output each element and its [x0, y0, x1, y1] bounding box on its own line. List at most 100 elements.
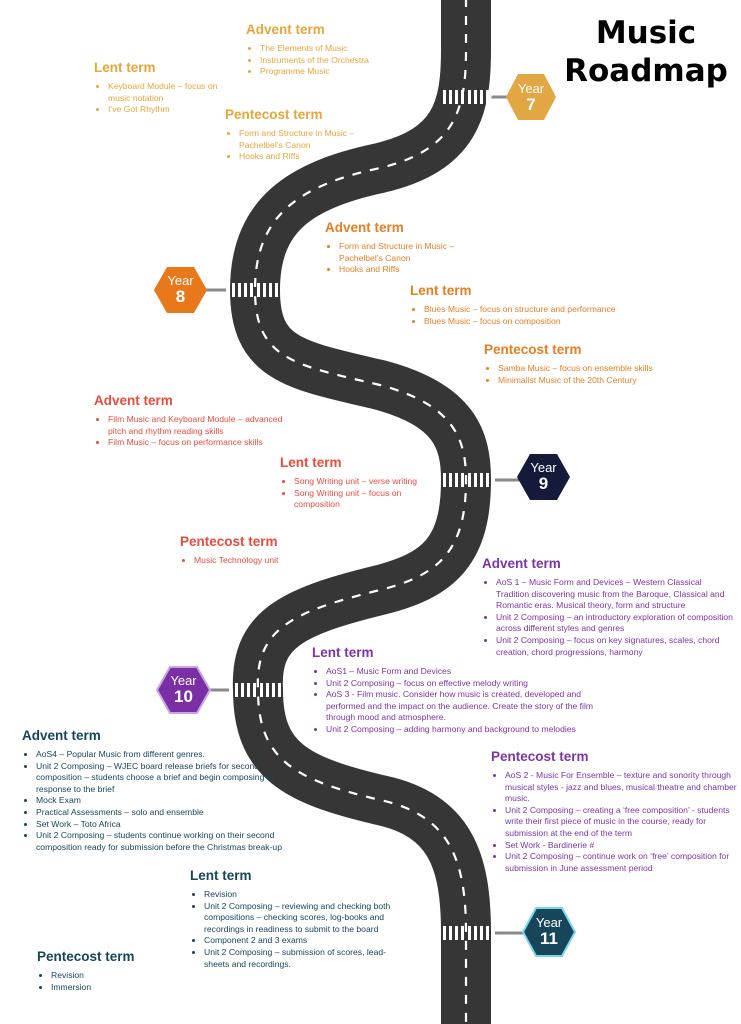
- term-item: Unit 2 Composing – an introductory explo…: [496, 612, 737, 635]
- term-item: Set Work - Bardinerie #: [505, 840, 737, 852]
- term-item: I’ve Got Rhythm: [108, 104, 234, 116]
- term-heading: Lent term: [94, 60, 156, 75]
- page-title-line2: Roadmap: [564, 53, 728, 89]
- term-item: AoS 1 – Music Form and Devices – Western…: [496, 577, 737, 612]
- year10-number: 10: [174, 687, 193, 706]
- year7-badge: Year 7: [506, 81, 556, 114]
- year7-lent-term: Lent term Keyboard Module – focus on mus…: [94, 60, 234, 116]
- year10-word: Year: [170, 673, 197, 688]
- term-heading: Advent term: [325, 220, 404, 235]
- term-item: Unit 2 Composing – WJEC board release br…: [36, 761, 302, 796]
- year9-pentecost-term: Pentecost term Music Technology unit: [180, 534, 330, 567]
- term-list: AoS 1 – Music Form and Devices – Western…: [482, 577, 737, 658]
- term-item: Unit 2 Composing – adding harmony and ba…: [326, 724, 597, 736]
- term-list: Film Music and Keyboard Module – advance…: [94, 414, 284, 449]
- year8-number: 8: [175, 287, 186, 306]
- term-item: Unit 2 Composing – continue work on ‘fre…: [505, 851, 737, 874]
- term-list: Music Technology unit: [180, 555, 330, 567]
- year7-pentecost-term: Pentecost term Form and Structure in Mus…: [225, 107, 375, 163]
- year9-number: 9: [538, 474, 549, 493]
- year11-advent-term: Advent term AoS4 – Popular Music from di…: [22, 728, 302, 853]
- term-item: Unit 2 Composing – creating a ‘free comp…: [505, 805, 737, 840]
- term-item: Revision: [204, 889, 405, 901]
- term-item: Film Music and Keyboard Module – advance…: [108, 414, 284, 437]
- term-heading: Advent term: [22, 728, 101, 743]
- term-list: Song Writing unit – verse writing Song W…: [280, 476, 430, 511]
- crosswalk-y8: [232, 283, 278, 297]
- term-item: Instruments of the Orchestra: [260, 55, 426, 67]
- term-item: Unit 2 Composing – focus on effective me…: [326, 678, 597, 690]
- term-heading: Pentecost term: [180, 534, 278, 549]
- page-title-line1: Music: [595, 15, 697, 51]
- term-list: Revision Unit 2 Composing – reviewing an…: [190, 889, 405, 970]
- term-list: AoS1 – Music Form and Devices Unit 2 Com…: [312, 666, 597, 736]
- year9-badge: Year 9: [517, 460, 570, 493]
- term-list: Samba Music – focus on ensemble skills M…: [484, 363, 714, 386]
- term-item: Practical Assessments – solo and ensembl…: [36, 807, 302, 819]
- term-heading: Pentecost term: [225, 107, 323, 122]
- road-center-line: [253, 0, 468, 1024]
- year8-hexagon: [154, 267, 207, 313]
- year11-pentecost-term: Pentecost term Revision Immersion: [37, 949, 177, 993]
- year9-hexagon: [517, 454, 570, 500]
- year8-lent-term: Lent term Blues Music – focus on structu…: [410, 283, 650, 327]
- term-item: AoS 3 - Film music. Consider how music i…: [326, 689, 597, 724]
- year10-hexagon: [155, 666, 212, 714]
- term-item: Blues Music – focus on composition: [424, 316, 650, 328]
- year9-advent-term: Advent term Film Music and Keyboard Modu…: [94, 393, 284, 449]
- term-heading: Lent term: [410, 283, 472, 298]
- year7-word: Year: [517, 81, 545, 96]
- term-heading: Advent term: [246, 22, 325, 37]
- term-item: Revision: [51, 970, 177, 982]
- year7-hexagon: [506, 74, 556, 120]
- term-item: Film Music – focus on performance skills: [108, 437, 284, 449]
- term-heading: Advent term: [482, 556, 561, 571]
- term-item: Samba Music – focus on ensemble skills: [498, 363, 714, 375]
- term-item: Song Writing unit – focus on composition: [294, 488, 430, 511]
- year8-advent-term: Advent term Form and Structure in Music …: [325, 220, 475, 276]
- term-heading: Pentecost term: [491, 749, 589, 764]
- year11-hexagon: [521, 907, 577, 957]
- term-item: AoS1 – Music Form and Devices: [326, 666, 597, 678]
- term-heading: Pentecost term: [37, 949, 135, 964]
- crosswalk-y10: [235, 683, 281, 697]
- term-item: Form and Structure in Music – Pachelbel’…: [239, 128, 375, 151]
- term-list: Revision Immersion: [37, 970, 177, 993]
- term-item: Song Writing unit – verse writing: [294, 476, 430, 488]
- term-item: Unit 2 Composing – focus on key signatur…: [496, 635, 737, 658]
- year10-pentecost-term: Pentecost term AoS 2 - Music For Ensembl…: [491, 749, 737, 874]
- term-item: Keyboard Module – focus on music notatio…: [108, 81, 234, 104]
- term-list: Form and Structure in Music – Pachelbel’…: [225, 128, 375, 163]
- term-item: Blues Music – focus on structure and per…: [424, 304, 650, 316]
- crosswalk-y7: [443, 90, 489, 104]
- crosswalks: [232, 90, 489, 940]
- term-list: AoS4 – Popular Music from different genr…: [22, 749, 302, 853]
- term-heading: Lent term: [190, 868, 252, 883]
- crosswalk-y11: [443, 926, 489, 940]
- term-list: Keyboard Module – focus on music notatio…: [94, 81, 234, 116]
- term-heading: Lent term: [312, 645, 374, 660]
- term-item: Mock Exam: [36, 795, 302, 807]
- term-item: AoS4 – Popular Music from different genr…: [36, 749, 302, 761]
- term-item: The Elements of Music: [260, 43, 426, 55]
- term-item: Hooks and Riffs: [339, 264, 475, 276]
- term-heading: Advent term: [94, 393, 173, 408]
- term-list: AoS 2 - Music For Ensemble – texture and…: [491, 770, 737, 874]
- year8-pentecost-term: Pentecost term Samba Music – focus on en…: [484, 342, 714, 386]
- term-heading: Lent term: [280, 455, 342, 470]
- crosswalk-y9: [443, 473, 489, 487]
- year9-word: Year: [530, 460, 557, 475]
- page-title: Music Roadmap: [556, 14, 736, 90]
- year8-word: Year: [167, 273, 194, 288]
- year11-word: Year: [535, 915, 563, 930]
- term-item: Form and Structure in Music – Pachelbel’…: [339, 241, 475, 264]
- year11-number: 11: [540, 929, 558, 948]
- term-item: AoS 2 - Music For Ensemble – texture and…: [505, 770, 737, 805]
- term-item: Programme Music: [260, 66, 426, 78]
- year11-lent-term: Lent term Revision Unit 2 Composing – re…: [190, 868, 405, 970]
- year11-badge: Year 11: [523, 915, 575, 948]
- year7-number: 7: [526, 95, 536, 114]
- term-item: Minimalist Music of the 20th Century: [498, 375, 714, 387]
- term-item: Immersion: [51, 982, 177, 994]
